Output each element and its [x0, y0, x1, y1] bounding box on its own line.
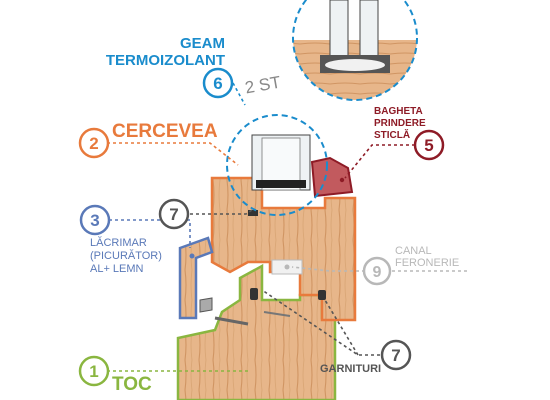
- badge-toc: 1: [78, 355, 110, 387]
- badge-garnitura-bottom: 7: [380, 339, 412, 371]
- zoom-circle-top: [292, 0, 418, 101]
- svg-text:BAGHETA: BAGHETA: [374, 106, 423, 117]
- label-2st: 2 ST: [243, 73, 282, 98]
- label-toc: TOC: [112, 374, 152, 395]
- svg-text:5: 5: [424, 136, 433, 155]
- leader-lines: [103, 82, 470, 372]
- badge-garnitura-top: 7: [158, 198, 190, 230]
- svg-text:PRINDERE: PRINDERE: [374, 118, 426, 129]
- svg-text:1: 1: [89, 362, 98, 381]
- svg-text:CANAL: CANAL: [395, 245, 432, 257]
- label-garnituri: GARNITURI: [320, 363, 381, 375]
- sash-cercevea: [210, 176, 357, 322]
- hardware-channel: [271, 259, 303, 275]
- svg-text:7: 7: [169, 205, 178, 224]
- badge-bagheta: 5: [413, 129, 445, 161]
- svg-text:6: 6: [213, 74, 222, 93]
- badge-lacrimar: 3: [79, 204, 111, 236]
- svg-text:LĂCRIMAR: LĂCRIMAR: [90, 236, 147, 249]
- zoom-circle-mid: [226, 114, 328, 216]
- svg-text:STICLĂ: STICLĂ: [374, 128, 410, 141]
- label-canal: CANAL FERONERIE: [395, 245, 459, 269]
- label-cercevea: CERCEVEA: [112, 121, 218, 142]
- svg-text:7: 7: [391, 346, 400, 365]
- drip-cap-lacrimar: [178, 236, 214, 320]
- seals-garnituri: [248, 210, 326, 300]
- svg-text:FERONERIE: FERONERIE: [395, 257, 459, 269]
- screws: [214, 311, 291, 326]
- badge-cercevea: 2: [78, 127, 110, 159]
- svg-text:(PICURĂTOR): (PICURĂTOR): [90, 249, 162, 262]
- label-geam: GEAM TERMOIZOLANT: [106, 35, 225, 69]
- label-bagheta: BAGHETA PRINDERE STICLĂ: [374, 106, 426, 141]
- badge-geam: 6: [202, 67, 234, 99]
- svg-text:GEAM: GEAM: [180, 35, 225, 52]
- label-lacrimar: LĂCRIMAR (PICURĂTOR) AL+ LEMN: [90, 236, 162, 275]
- badge-canal: 9: [362, 256, 392, 286]
- glass-section: [251, 134, 311, 191]
- svg-text:2: 2: [89, 134, 98, 153]
- svg-text:9: 9: [373, 264, 382, 281]
- svg-text:3: 3: [90, 211, 99, 230]
- svg-text:TERMOIZOLANT: TERMOIZOLANT: [106, 52, 225, 69]
- svg-text:AL+ LEMN: AL+ LEMN: [90, 263, 144, 275]
